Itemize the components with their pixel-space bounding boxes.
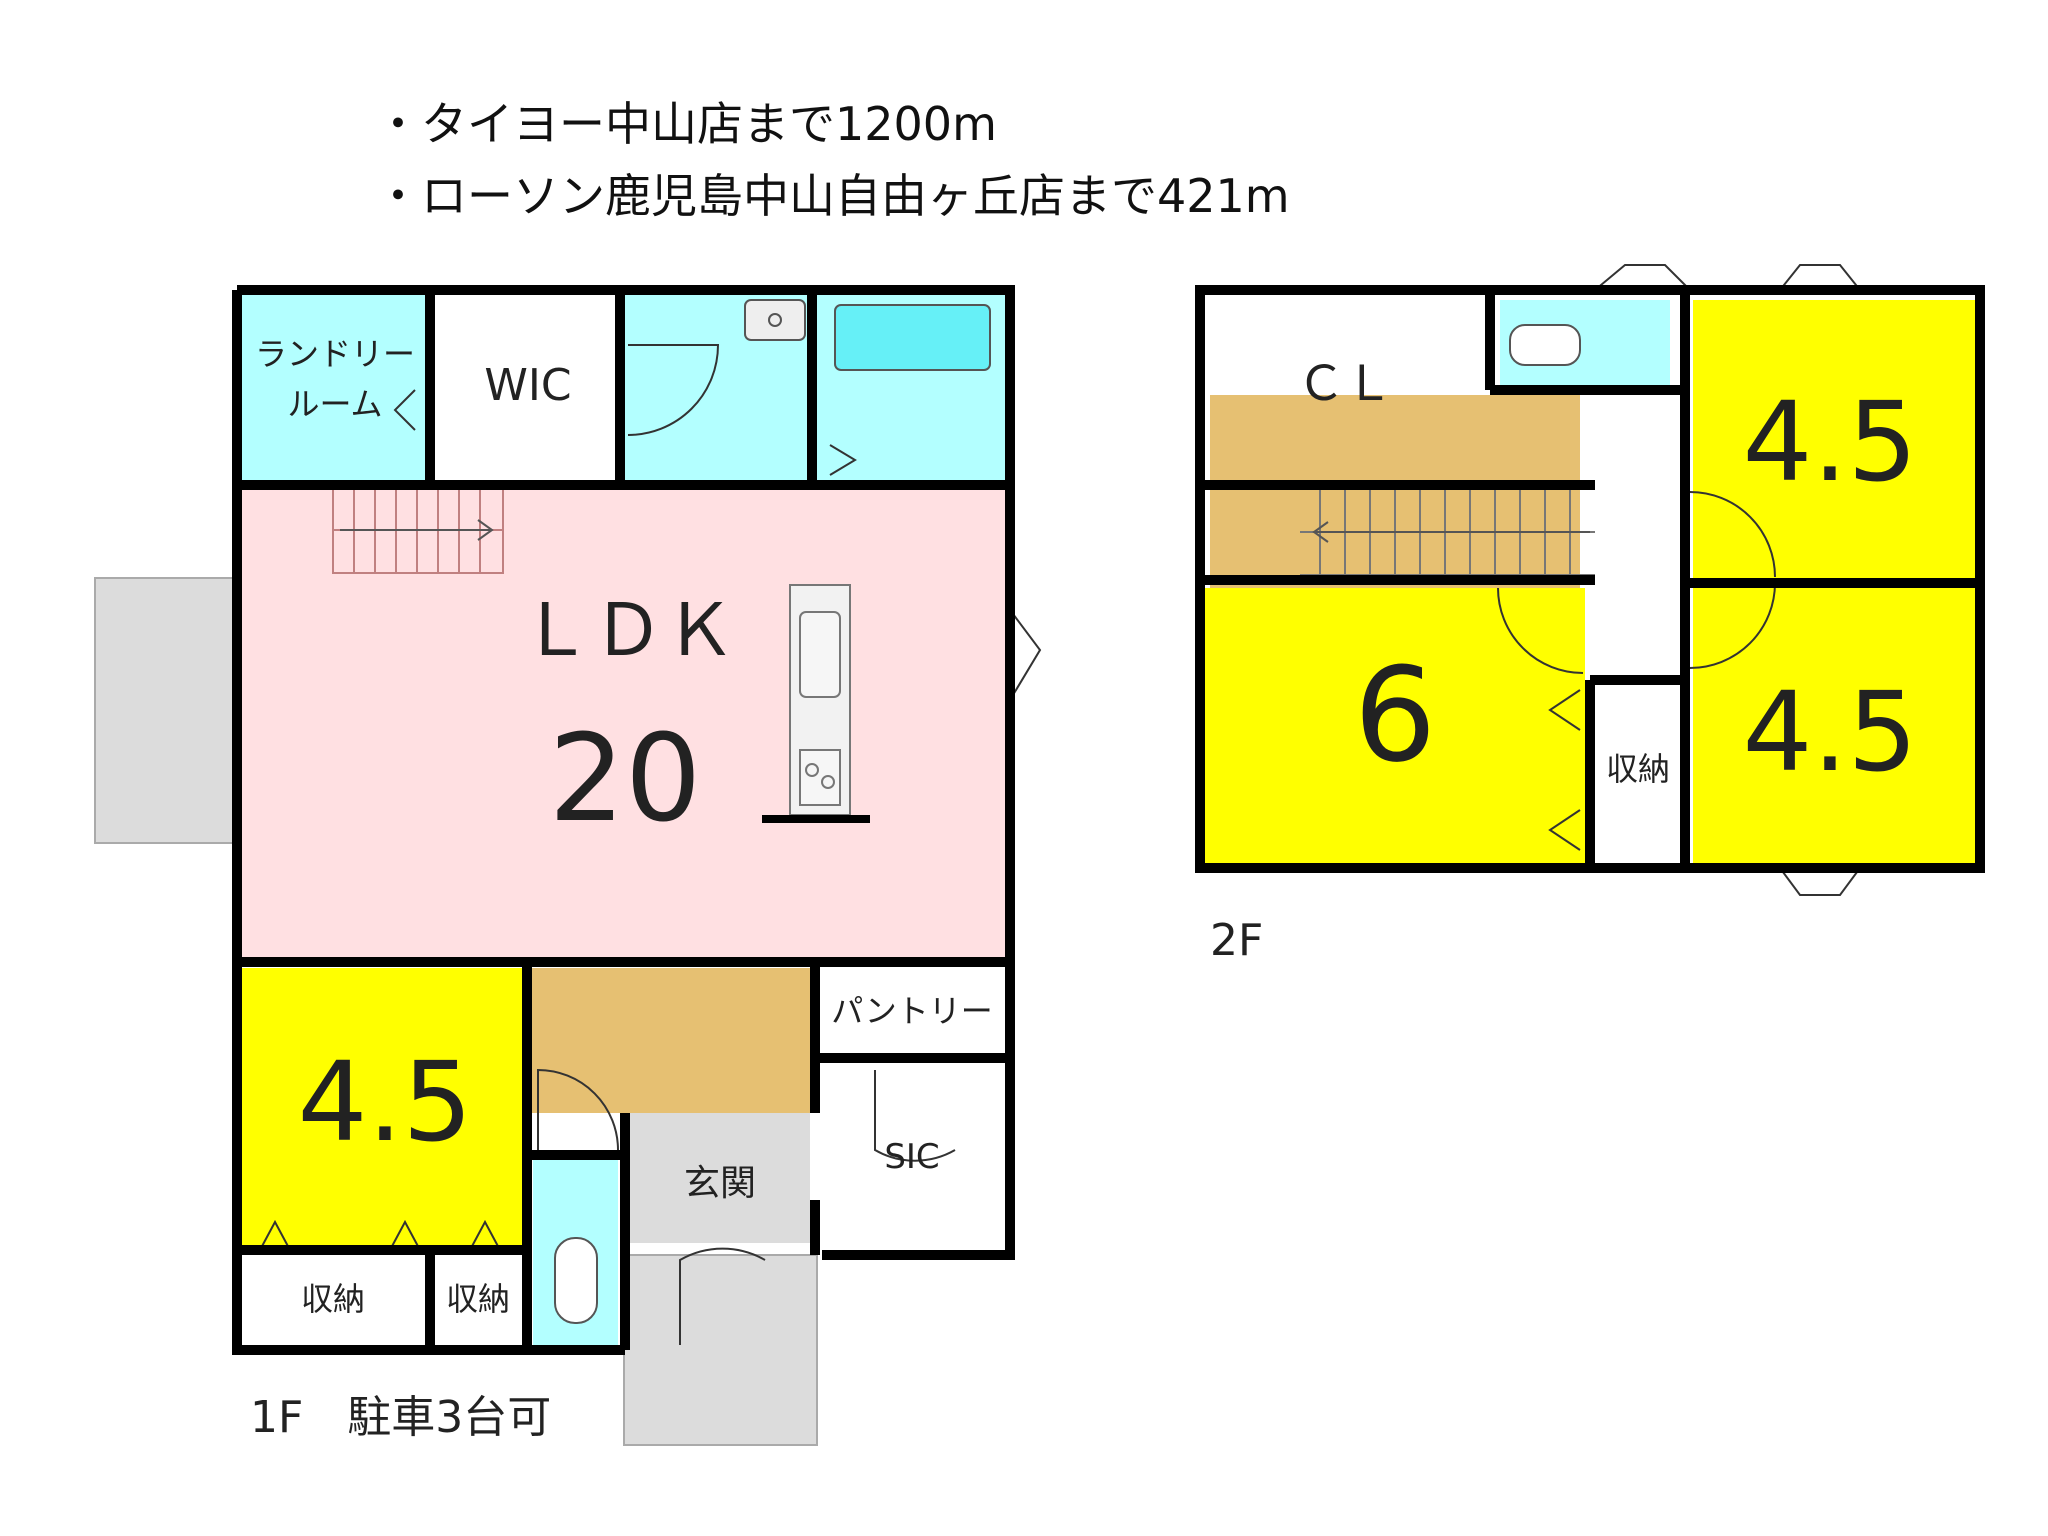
laundry-room [240, 295, 425, 480]
floor-1-caption: 1F 駐車3台可 [250, 1392, 551, 1443]
note-convenience-store: ・ローソン鹿児島中山自由ヶ丘店まで421m [375, 169, 1290, 223]
cl-label: ＣＬ [1297, 356, 1393, 412]
bedroom-1f-size: 4.5 [298, 1038, 473, 1166]
sic-label: SIC [884, 1137, 939, 1177]
kitchen-sink-icon [799, 611, 841, 698]
sink-icon [744, 299, 806, 341]
toilet-1f-icon [554, 1237, 598, 1324]
kitchen-partition [762, 815, 870, 823]
storage-2f [1595, 685, 1683, 868]
doors-1f [259, 344, 1042, 1345]
bedroom-2f-top-right [1693, 300, 1975, 582]
laundry-label-line1: ランドリー [255, 335, 415, 373]
porch [623, 1254, 818, 1446]
floor-2-caption: 2F [1210, 915, 1263, 966]
storage-1f-left-label: 収納 [301, 1280, 365, 1318]
entrance-room [630, 1113, 810, 1243]
toilet-2f-icon [1509, 324, 1581, 366]
pantry-label: パントリー [831, 992, 993, 1030]
stove-icon [799, 749, 841, 806]
storage-1f-right [435, 1255, 520, 1345]
wic-label: WIC [484, 360, 571, 411]
ldk-size: 20 [549, 710, 702, 849]
wic-room [435, 295, 615, 480]
bedroom-2f-left-size: 6 [1354, 639, 1437, 791]
walls-2f [1195, 285, 1985, 873]
storage-1f-right-label: 収納 [446, 1280, 510, 1318]
bedroom-2f-top-right-size: 4.5 [1743, 378, 1918, 506]
bedroom-1f [240, 968, 522, 1248]
walls-1f [232, 285, 1015, 1355]
bedroom-2f-bottom-right [1693, 585, 1975, 868]
storage-1f-left [240, 1255, 425, 1345]
floor-1: ランドリー ルーム WIC ＬＤＫ 20 4.5 収納 収納 パントリー SIC… [94, 285, 1042, 1446]
hallway-1f [530, 968, 810, 1113]
entrance-label: 玄関 [684, 1163, 756, 1204]
bedroom-2f-left [1205, 588, 1585, 868]
bedroom-2f-bottom-right-size: 4.5 [1743, 668, 1918, 796]
terrace-1f [94, 577, 236, 844]
doors-2f [1497, 264, 1861, 896]
sic-room [820, 1065, 1005, 1250]
storage-2f-label: 収納 [1606, 750, 1670, 788]
note-supermarket: ・タイヨー中山店まで1200m [375, 97, 997, 151]
ldk-label: ＬＤＫ [520, 588, 736, 672]
ldk-room [240, 488, 1007, 958]
laundry-label-line2: ルーム [287, 385, 382, 423]
bathtub-icon [834, 304, 991, 371]
floor-2: ＣＬ 4.5 4.5 6 収納 2F [1195, 264, 1985, 966]
pantry-room [820, 968, 1005, 1058]
